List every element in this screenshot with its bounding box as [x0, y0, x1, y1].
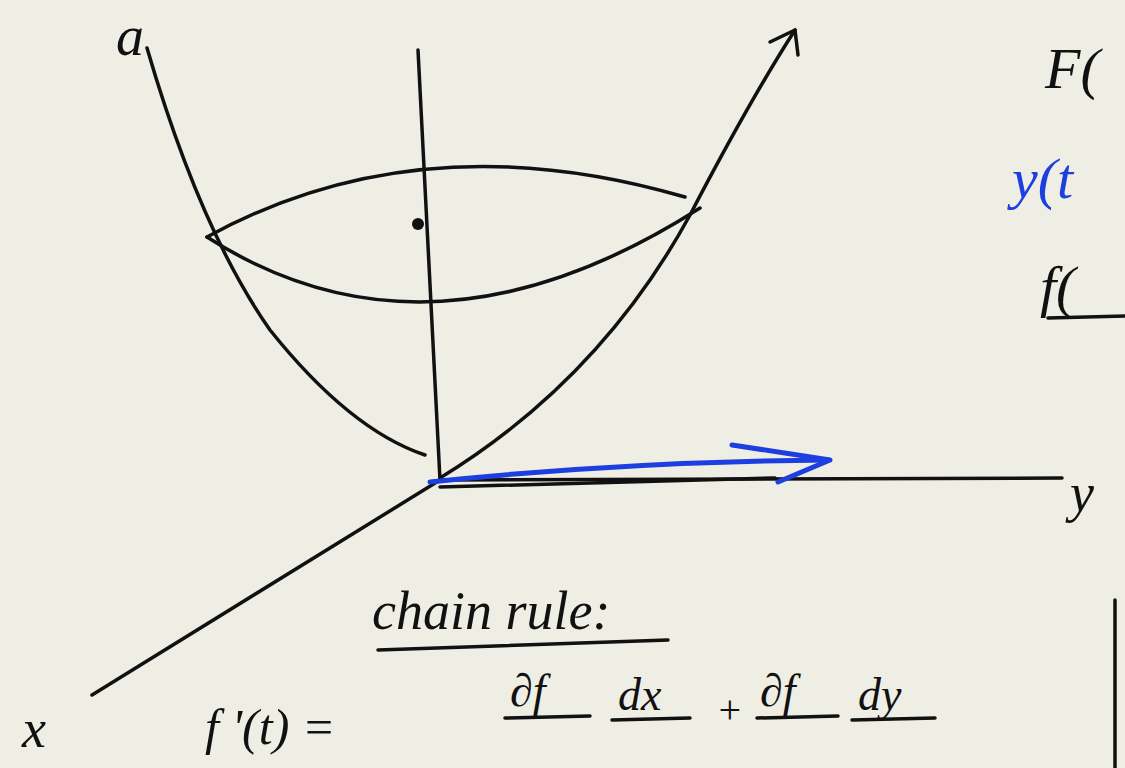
point	[412, 218, 424, 230]
formula-part: dx	[618, 672, 661, 718]
arrowhead	[732, 445, 830, 482]
axis-label: a	[116, 8, 144, 64]
formula-part: +	[716, 690, 743, 730]
divider-line	[1113, 600, 1117, 768]
formula-part: ∂f	[510, 668, 546, 714]
underline	[1048, 316, 1125, 318]
axis-label: y	[1070, 466, 1094, 520]
formula-part: dy	[858, 672, 901, 718]
side-note: y(t	[1012, 150, 1073, 208]
formula-part: f '(t) =	[205, 702, 336, 752]
z-axis	[418, 50, 440, 480]
paraboloid-left	[147, 48, 425, 455]
formula-part: ∂f	[760, 668, 796, 714]
ellipse-bottom	[207, 208, 700, 302]
ellipse-top	[207, 166, 685, 237]
axis-label: x	[22, 702, 46, 756]
direction-arrow	[430, 460, 828, 482]
path-segment	[440, 478, 775, 487]
side-note: f(	[1040, 258, 1075, 316]
side-note: F(	[1045, 40, 1100, 98]
arrow-tip	[770, 30, 798, 55]
heading-note: chain rule:	[372, 584, 610, 638]
underline	[378, 640, 668, 650]
